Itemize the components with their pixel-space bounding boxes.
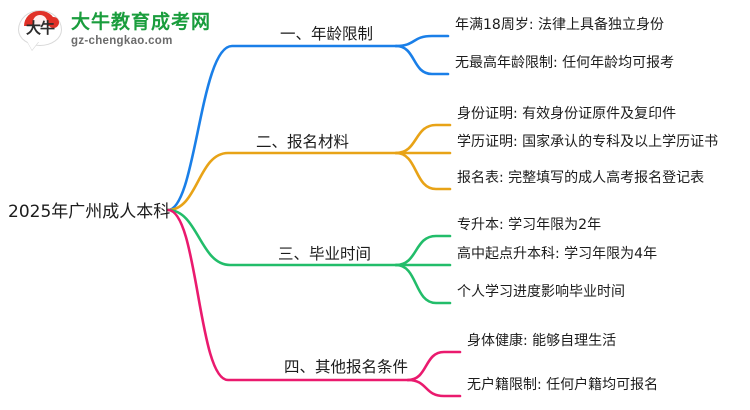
branch-label-graduation-time[interactable]: 三、毕业时间 — [278, 245, 372, 263]
leaf-label-2-3[interactable]: 报名表: 完整填写的成人高考报名登记表 — [457, 170, 705, 186]
wire-branch-2-trunk — [166, 151, 398, 212]
wire-branch-4-leaf-2 — [406, 378, 462, 398]
leaf-label-3-3[interactable]: 个人学习进度影响毕业时间 — [457, 284, 625, 300]
leaf-label-4-2[interactable]: 无户籍限制: 任何户籍均可报名 — [467, 377, 659, 393]
wire-branch-1-trunk — [166, 44, 398, 212]
logo-bubble-icon: 大牛 — [18, 8, 64, 52]
branch-label-application-materials[interactable]: 二、报名材料 — [256, 133, 350, 151]
wire-branch-2-leaf-3 — [394, 151, 452, 191]
wire-branch-3-leaf-3 — [394, 263, 452, 305]
root-node-label[interactable]: 2025年广州成人本科 — [8, 202, 171, 222]
leaf-label-1-2[interactable]: 无最高年龄限制: 任何年龄均可报考 — [455, 55, 675, 71]
wire-branch-1-leaf-1 — [394, 34, 450, 48]
logo-title: 大牛教育成考网 — [71, 10, 212, 33]
leaf-label-2-1[interactable]: 身份证明: 有效身份证原件及复印件 — [457, 106, 677, 122]
leaf-label-1-1[interactable]: 年满18周岁: 法律上具备独立身份 — [455, 17, 664, 33]
leaf-label-2-2[interactable]: 学历证明: 国家承认的专科及以上学历证书 — [457, 134, 719, 150]
branch-label-age-restrictions[interactable]: 一、年龄限制 — [280, 25, 374, 43]
branch-label-other-conditions[interactable]: 四、其他报名条件 — [284, 358, 409, 376]
bubble-red-dot — [48, 17, 59, 28]
leaf-label-4-1[interactable]: 身体健康: 能够自理生活 — [467, 333, 617, 349]
bubble-tail — [27, 41, 39, 50]
logo-text-block: 大牛教育成考网 gz-chengkao.com — [71, 10, 212, 48]
site-logo: 大牛 大牛教育成考网 gz-chengkao.com — [18, 8, 211, 52]
logo-mark-text: 大牛 — [25, 19, 55, 37]
wire-branch-2-leaf-1 — [394, 123, 452, 155]
logo-domain: gz-chengkao.com — [71, 34, 173, 47]
wire-branch-3-leaf-1 — [394, 234, 452, 267]
wire-branch-4-leaf-1 — [406, 350, 462, 382]
wire-branch-1-leaf-2 — [394, 44, 450, 76]
leaf-label-3-1[interactable]: 专升本: 学习年限为2年 — [457, 217, 602, 233]
leaf-label-3-2[interactable]: 高中起点升本科: 学习年限为4年 — [457, 246, 658, 262]
